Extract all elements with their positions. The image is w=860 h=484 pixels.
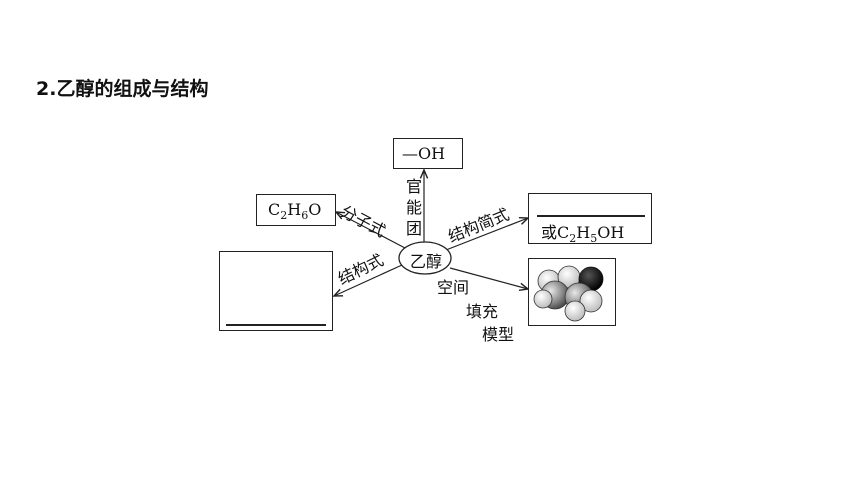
space-model-box (528, 258, 616, 326)
section-title: 2.乙醇的组成与结构 (36, 78, 209, 100)
condensed-formula-value: 或C2H5OH (541, 223, 625, 246)
space-model-label-line1: 空间 (437, 278, 470, 297)
structural-formula-box (219, 251, 333, 331)
ethanol-space-filling-model (533, 265, 604, 322)
condensed-formula-box: 或C2H5OH (528, 193, 652, 246)
arrow-to-condensed-formula (445, 218, 528, 251)
molecular-formula-box: C2H6O (256, 194, 336, 226)
structural-formula-blank (226, 324, 326, 326)
space-model-label-line3: 模型 (482, 325, 515, 344)
functional-group-value: —OH (402, 144, 446, 163)
arrow-to-space-model (449, 267, 528, 289)
center-label: 乙醇 (409, 252, 442, 271)
space-model-label-line2: 填充 (466, 302, 499, 321)
condensed-formula-blank (537, 215, 645, 217)
arrow-to-molecular-formula (336, 212, 406, 249)
arrow-to-structural-formula (334, 264, 403, 296)
functional-group-label: 官能团 (405, 177, 422, 238)
center-node (398, 241, 452, 275)
functional-group-box: —OH (393, 138, 463, 169)
molecular-formula-value: C2H6O (268, 200, 322, 223)
